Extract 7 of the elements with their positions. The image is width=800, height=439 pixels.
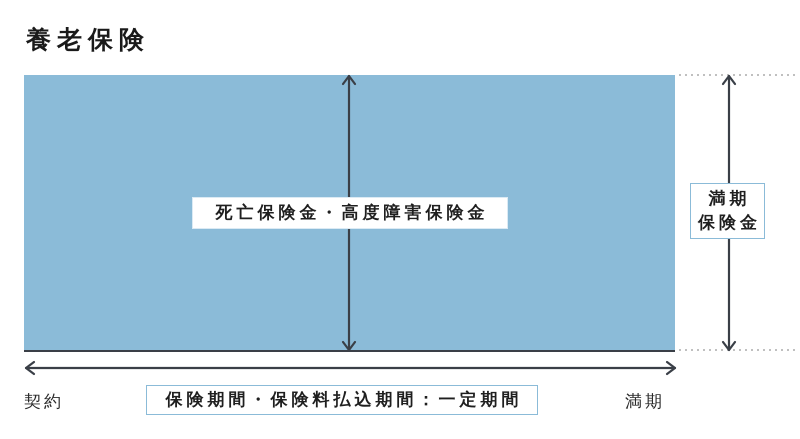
period-label: 保険期間・保険料払込期間：一定期間 — [146, 385, 538, 415]
maturity-benefit-label: 満期保険金 — [690, 183, 765, 239]
coverage-area — [24, 75, 675, 352]
diagram-title: 養老保険 — [26, 24, 150, 56]
death-benefit-label: 死亡保険金・高度障害保険金 — [192, 197, 508, 229]
timeline-label: 契約 — [24, 391, 64, 413]
timeline-label: 満期 — [625, 391, 665, 413]
